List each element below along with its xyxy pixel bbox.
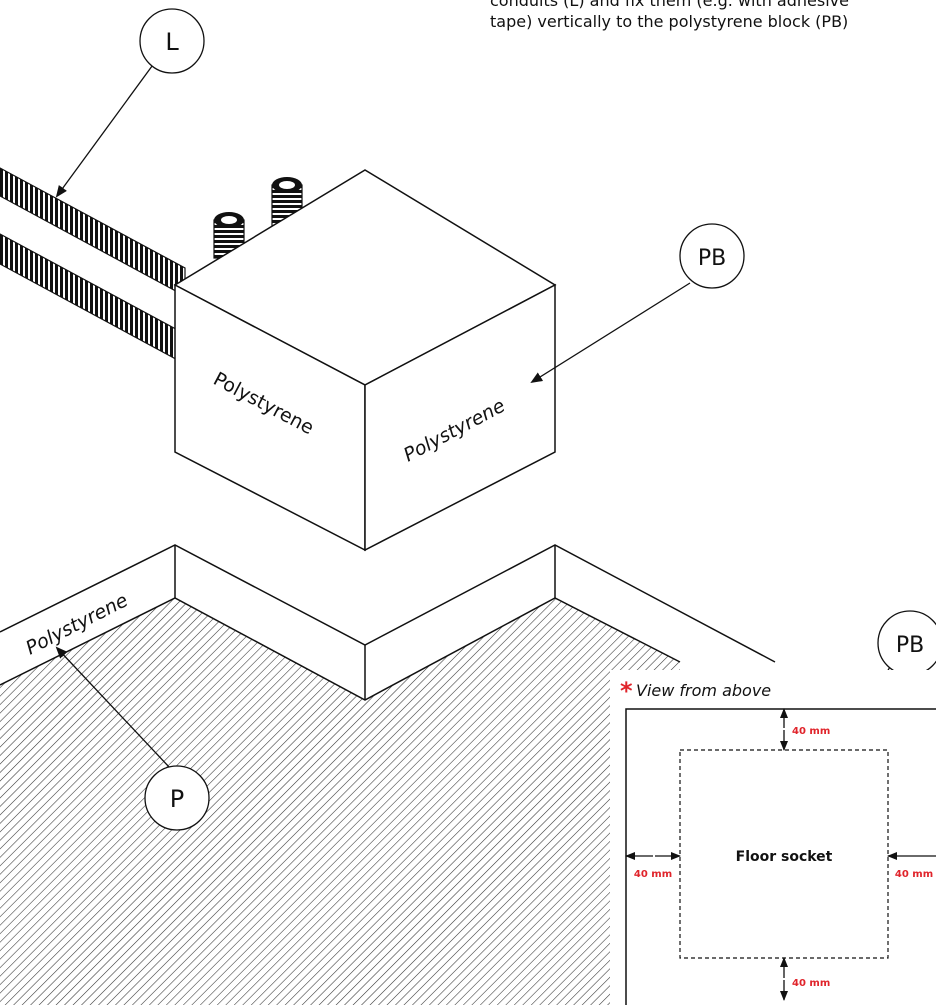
callout-P-label: P	[170, 785, 184, 813]
instruction-line-2: tape) vertically to the polystyrene bloc…	[490, 12, 849, 31]
callout-L-label: L	[165, 28, 179, 56]
instruction-text: conduits (L) and fix them (e.g. with adh…	[490, 0, 936, 32]
dim-top-label: 40 mm	[792, 726, 830, 737]
floor-socket-label: Floor socket	[736, 849, 833, 865]
leader-L	[55, 61, 156, 198]
instruction-line-1: conduits (L) and fix them (e.g. with adh…	[490, 0, 849, 10]
block-outline-top-view	[625, 708, 936, 1005]
callout-PB-main-label: PB	[698, 246, 726, 271]
callout-L: L	[139, 8, 205, 74]
dim-bottom-label: 40 mm	[792, 978, 830, 989]
callout-PB-detail-label: PB	[896, 633, 924, 658]
detail-background	[610, 670, 936, 1005]
top-view-detail: * View from above Floor socket 40 mm 40 …	[610, 670, 936, 1005]
leader-P	[55, 646, 171, 769]
dim-left-label: 40 mm	[634, 869, 672, 880]
dim-right-label: 40 mm	[895, 869, 933, 880]
detail-title: View from above	[636, 681, 771, 700]
callout-PB-main: PB	[679, 223, 745, 289]
polystyrene-block: Polystyrene Polystyrene	[173, 169, 557, 552]
leader-PB-main	[530, 282, 691, 384]
callout-PB-detail: PB	[877, 610, 936, 676]
detail-asterisk: *	[620, 677, 633, 705]
callout-P: P	[144, 765, 210, 831]
floor-hatch	[0, 598, 680, 1005]
block-side-face	[364, 283, 556, 552]
floor-area: Polystyrene	[0, 544, 776, 1005]
